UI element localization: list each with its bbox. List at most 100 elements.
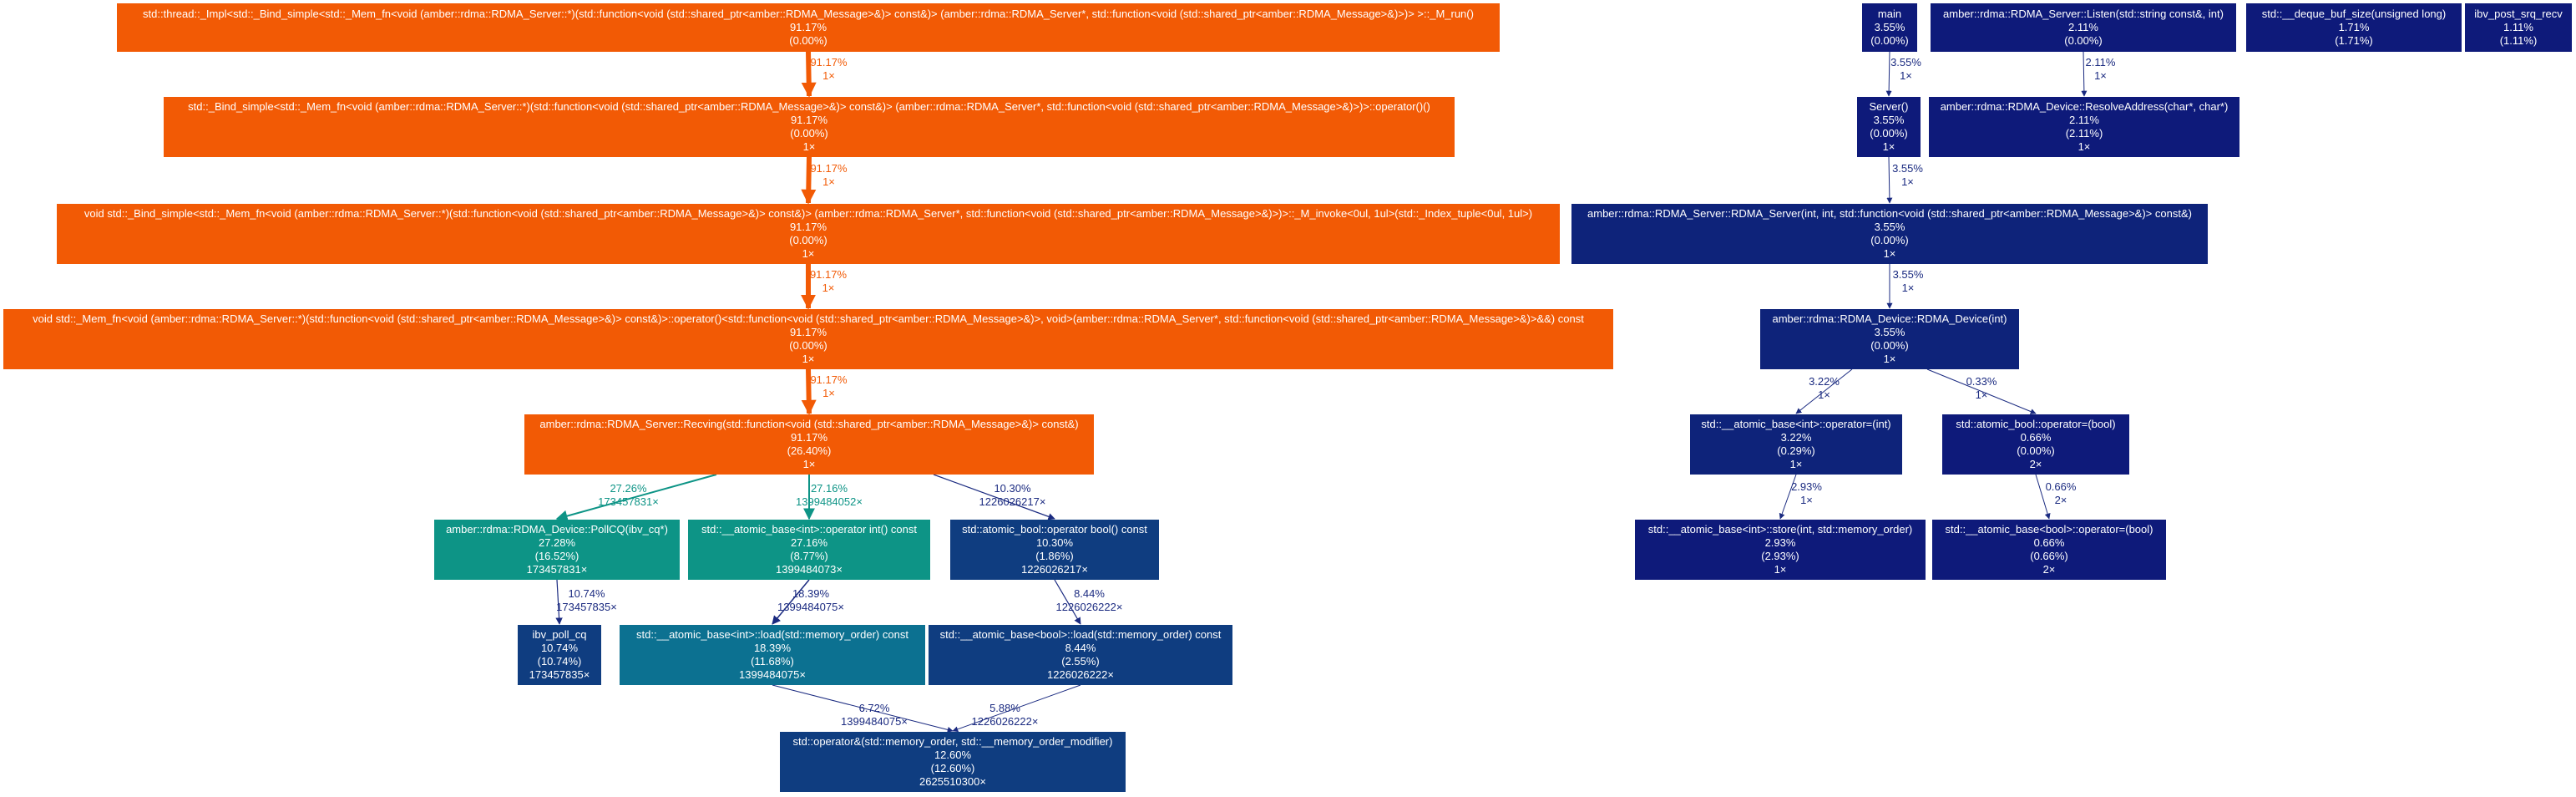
edge-label: 3.22%1× — [1809, 375, 1840, 402]
node-self: (0.00%) — [1870, 127, 1908, 140]
memory-order-and-operator-node[interactable]: std::operator&(std::memory_order, std::_… — [780, 732, 1126, 792]
node-title: amber::rdma::RDMA_Server::Recving(std::f… — [539, 418, 1079, 430]
node-self: (12.60%) — [930, 762, 975, 774]
edge-pct: 2.11% — [2085, 56, 2116, 69]
node-calls: 1× — [2078, 140, 2091, 153]
edge-calls: 1× — [1901, 175, 1914, 188]
node-calls: 1× — [802, 353, 815, 365]
edge-pct: 91.17% — [809, 268, 848, 281]
node-self: (2.11%) — [2065, 127, 2103, 140]
edge-calls: 1× — [822, 282, 835, 294]
atomic-base-bool-assign-node[interactable]: std::__atomic_base<bool>::operator=(bool… — [1932, 520, 2166, 580]
node-total: 18.39% — [753, 642, 792, 654]
thread-impl-run-node[interactable]: std::thread::_Impl<std::_Bind_simple<std… — [117, 3, 1500, 52]
edge-calls: 1× — [1975, 388, 1988, 401]
node-self: (0.66%) — [2030, 550, 2068, 562]
rdma-device-pollcq-node[interactable]: amber::rdma::RDMA_Device::PollCQ(ibv_cq*… — [434, 520, 680, 580]
edge-pct: 27.26% — [610, 482, 647, 495]
edge-pct: 91.17% — [810, 162, 848, 175]
edge-n_main-n_server — [1885, 51, 1892, 97]
edge-pct: 6.72% — [858, 702, 890, 714]
edge-pct: 3.55% — [1890, 56, 1921, 69]
node-total: 2.11% — [2068, 21, 2098, 33]
atomic-base-int-operator-node[interactable]: std::__atomic_base<int>::operator int() … — [688, 520, 930, 580]
node-total: 10.30% — [1035, 536, 1074, 549]
rdma-device-resolve-address-node[interactable]: amber::rdma::RDMA_Device::ResolveAddress… — [1929, 97, 2239, 157]
edge-calls: 1399484052× — [796, 495, 863, 508]
edge-pct: 0.33% — [1966, 375, 1997, 388]
node-total: 27.16% — [790, 536, 828, 549]
edge-label: 5.88%1226026222× — [972, 702, 1039, 728]
node-title: amber::rdma::RDMA_Server::Listen(std::st… — [1943, 8, 2224, 20]
edge-pct: 27.16% — [810, 482, 848, 495]
node-calls: 1226026217× — [1021, 563, 1088, 576]
edge-n_atomic_bool_assign-n_atomic_basebool_assign — [2035, 474, 2051, 520]
edge-label: 10.30%1226026217× — [979, 482, 1046, 509]
bind-simple-invoke-node[interactable]: void std::_Bind_simple<std::_Mem_fn<void… — [57, 204, 1560, 264]
node-self: (8.77%) — [790, 550, 828, 562]
node-total: 1.11% — [2503, 21, 2533, 33]
atomic-bool-assign-node[interactable]: std::atomic_bool::operator=(bool)0.66%(0… — [1942, 414, 2129, 475]
node-title: amber::rdma::RDMA_Device::ResolveAddress… — [1940, 100, 2229, 113]
node-self: (10.74%) — [537, 655, 582, 668]
node-calls: 173457831× — [526, 563, 588, 576]
edge-label: 91.17%1× — [810, 162, 847, 189]
node-calls: 2625510300× — [919, 775, 986, 788]
node-self: (26.40%) — [787, 444, 832, 457]
node-title: std::__deque_buf_size(unsigned long) — [2261, 8, 2447, 20]
edge-n_atomic_bool_load-n_mo_and — [952, 684, 1081, 733]
edge-pct: 18.39% — [792, 587, 830, 600]
edge-label: 2.93%1× — [1791, 480, 1822, 507]
edge-n_server-n_rdma_server_ctor — [1886, 156, 1893, 204]
node-total: 91.17% — [789, 21, 827, 33]
bind-simple-operator-node[interactable]: std::_Bind_simple<std::_Mem_fn<void (amb… — [164, 97, 1455, 157]
edge-n_atomic_bool_op-n_atomic_bool_load — [1054, 579, 1081, 625]
edge-n_memfn-n_recving — [801, 368, 817, 415]
atomic-base-int-load-node[interactable]: std::__atomic_base<int>::load(std::memor… — [620, 625, 925, 685]
deque-buf-size-node[interactable]: std::__deque_buf_size(unsigned long)1.71… — [2246, 3, 2462, 52]
node-self: (0.00%) — [1870, 34, 1909, 47]
node-self: (0.00%) — [2017, 444, 2055, 457]
mem-fn-operator-node[interactable]: void std::_Mem_fn<void (amber::rdma::RDM… — [3, 309, 1613, 369]
edge-pct: 2.93% — [1791, 480, 1822, 493]
atomic-base-int-store-node[interactable]: std::__atomic_base<int>::store(int, std:… — [1635, 520, 1926, 580]
node-self: (2.55%) — [1061, 655, 1100, 668]
edge-calls: 173457835× — [556, 601, 617, 613]
edge-n_thread_impl-n_bind_op — [801, 51, 817, 98]
rdma-server-recving-node[interactable]: amber::rdma::RDMA_Server::Recving(std::f… — [524, 414, 1094, 475]
node-total: 0.66% — [2033, 536, 2065, 549]
node-total: 8.44% — [1065, 642, 1096, 654]
server-constructor-node[interactable]: Server()3.55%(0.00%)1× — [1857, 97, 1921, 157]
edge-calls: 1399484075× — [841, 715, 908, 728]
edge-calls: 1× — [822, 69, 835, 82]
node-self: (0.00%) — [1870, 234, 1909, 246]
edge-calls: 1× — [1901, 282, 1915, 294]
node-total: 91.17% — [790, 114, 828, 126]
edge-pct: 3.55% — [1892, 268, 1924, 281]
edge-label: 0.33%1× — [1966, 375, 1997, 402]
rdma-device-constructor-node[interactable]: amber::rdma::RDMA_Device::RDMA_Device(in… — [1760, 309, 2019, 369]
edge-pct: 10.74% — [568, 587, 605, 600]
edge-label: 10.74%173457835× — [556, 587, 617, 614]
edge-label: 3.55%1× — [1893, 268, 1924, 295]
node-self: (0.29%) — [1777, 444, 1815, 457]
rdma-server-listen-node[interactable]: amber::rdma::RDMA_Server::Listen(std::st… — [1931, 3, 2236, 52]
edge-n_rdma_device_ctor-n_atomic_bool_assign — [1926, 368, 2037, 414]
node-calls: 1× — [1883, 353, 1896, 365]
node-total: 91.17% — [789, 326, 827, 338]
atomic-base-int-assign-node[interactable]: std::__atomic_base<int>::operator=(int)3… — [1690, 414, 1902, 475]
edge-n_atomic_int_op-n_atomic_int_load — [772, 579, 810, 625]
rdma-server-constructor-node[interactable]: amber::rdma::RDMA_Server::RDMA_Server(in… — [1571, 204, 2208, 264]
node-total: 1.71% — [2338, 21, 2370, 33]
node-title: main — [1877, 8, 1902, 20]
node-self: (11.68%) — [751, 655, 794, 668]
node-calls: 1× — [1882, 140, 1895, 153]
node-title: std::atomic_bool::operator bool() const — [962, 523, 1147, 536]
atomic-base-bool-load-node[interactable]: std::__atomic_base<bool>::load(std::memo… — [929, 625, 1232, 685]
